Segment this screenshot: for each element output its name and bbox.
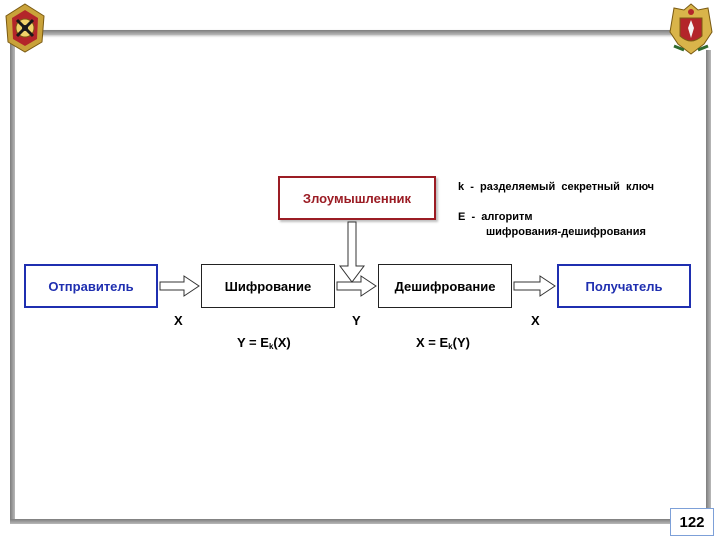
page-number: 122 <box>670 508 714 536</box>
page-number-text: 122 <box>679 513 705 531</box>
sender-box: Отправитель <box>24 264 158 308</box>
attacker-box: Злоумышленник <box>278 176 436 220</box>
legend-algorithm: E - алгоритм <box>458 211 533 223</box>
encryption-label: Шифрование <box>224 278 312 294</box>
encryption-box: Шифрование <box>201 264 335 308</box>
arrow-encryption-to-decryption <box>336 275 377 297</box>
legend-algorithm-detail: шифрования-дешифрования <box>486 226 646 238</box>
x-label-right: X <box>531 313 540 328</box>
military-emblem-right-icon <box>669 3 713 55</box>
frame-bottom-bar <box>10 519 670 524</box>
receiver-label: Получатель <box>585 278 663 294</box>
y-label-mid: Y <box>352 313 361 328</box>
decryption-box: Дешифрование <box>378 264 512 308</box>
military-emblem-left-icon <box>5 3 45 53</box>
arrow-attacker-down <box>339 221 365 283</box>
arrow-sender-to-encryption <box>159 275 200 297</box>
frame-right-bar <box>706 50 711 512</box>
legend-key: k - разделяемый секретный ключ <box>458 181 655 193</box>
x-label-left: X <box>174 313 183 328</box>
decryption-label: Дешифрование <box>394 278 496 294</box>
arrow-decryption-to-receiver <box>513 275 556 297</box>
decryption-formula: X = Ek(Y) <box>416 335 470 351</box>
frame-left-bar <box>10 34 15 524</box>
receiver-box: Получатель <box>557 264 691 308</box>
frame-top-bar <box>24 30 672 35</box>
sender-label: Отправитель <box>48 278 134 294</box>
encryption-formula: Y = Ek(X) <box>237 335 291 351</box>
attacker-label: Злоумышленник <box>302 190 412 206</box>
